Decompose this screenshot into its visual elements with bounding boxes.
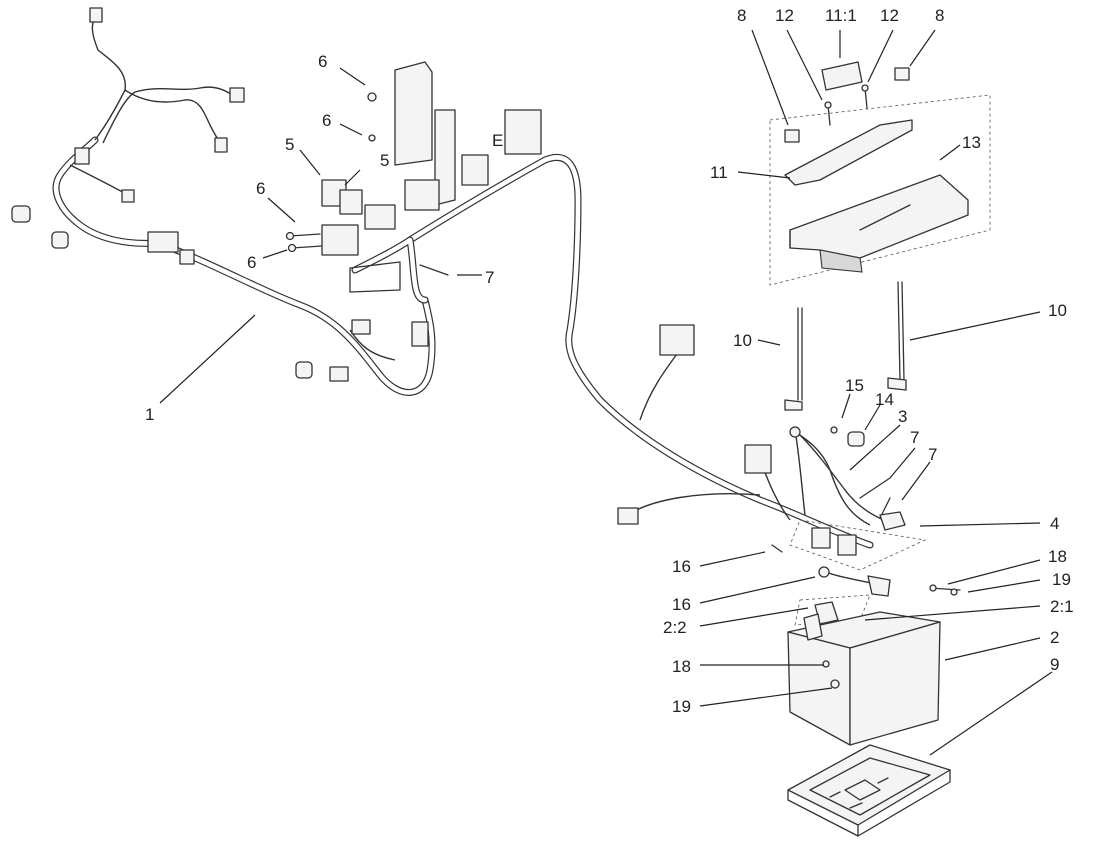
callout-1: 1 (145, 405, 154, 424)
callout-8-b: 8 (935, 6, 944, 25)
callout-19-b: 19 (672, 697, 691, 716)
callout-2: 2 (1050, 628, 1059, 647)
wire-harness (52, 14, 874, 549)
battery-holddown (769, 61, 991, 411)
callout-6-c: 6 (256, 179, 265, 198)
callout-7-a: 7 (485, 268, 494, 287)
callout-16-a: 16 (672, 557, 691, 576)
callout-6-d: 6 (247, 253, 256, 272)
callout-6-a: 6 (318, 52, 327, 71)
harness-connectors (11, 7, 857, 556)
callout-10-b: 10 (1048, 301, 1067, 320)
callout-19-a: 19 (1052, 570, 1071, 589)
callout-18-a: 18 (1048, 547, 1067, 566)
callout-8-a: 8 (737, 6, 746, 25)
callout-7-b: 7 (910, 428, 919, 447)
callout-10-a: 10 (733, 331, 752, 350)
leader-lines (159, 29, 1053, 756)
bolts (285, 92, 449, 276)
callout-4: 4 (1050, 514, 1059, 533)
relay-bracket (321, 61, 542, 293)
callout-5-b: 5 (380, 151, 389, 170)
callout-2-2: 2:2 (663, 618, 687, 637)
battery-tray (787, 744, 951, 837)
callout-15: 15 (845, 376, 864, 395)
callout-6-b: 6 (322, 111, 331, 130)
callout-3: 3 (898, 407, 907, 426)
callout-11: 11 (710, 163, 728, 182)
callout-14: 14 (875, 390, 894, 409)
callout-5-a: 5 (285, 135, 294, 154)
callout-13: 13 (962, 133, 981, 152)
battery (787, 594, 941, 746)
callout-12-b: 12 (880, 6, 899, 25)
callout-11-1: 11:1 (825, 6, 857, 25)
callout-18-b: 18 (672, 657, 691, 676)
callout-9: 9 (1050, 655, 1059, 674)
callout-16-b: 16 (672, 595, 691, 614)
callout-7-c: 7 (928, 445, 937, 464)
callout-2-1: 2:1 (1050, 597, 1074, 616)
harness-letter-e: E (492, 131, 503, 150)
callout-labels: 1 2 2:1 2:2 3 4 5 5 6 6 6 6 7 7 7 8 8 9 … (145, 6, 1074, 716)
battery-cables (771, 426, 961, 625)
callout-12-a: 12 (775, 6, 794, 25)
